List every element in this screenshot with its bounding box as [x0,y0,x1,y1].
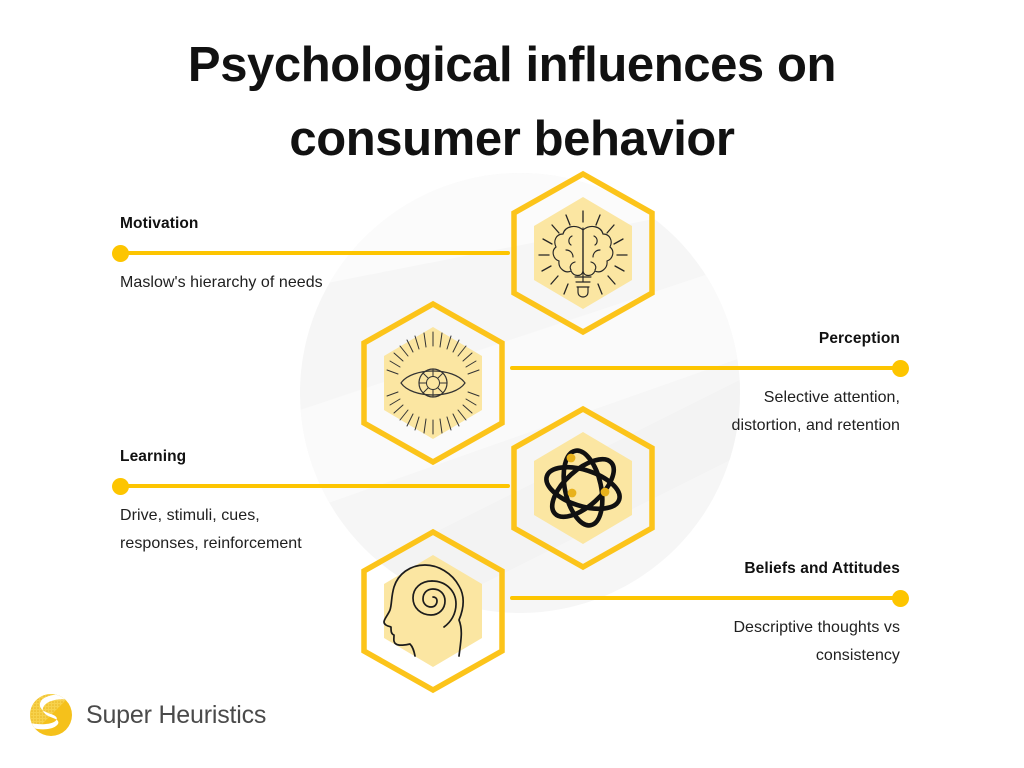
description-line: Descriptive thoughts vs [733,619,900,636]
page-title: Psychological influences on consumer beh… [162,28,862,177]
connector-description-perception: Selective attention, distortion, and ret… [732,384,900,439]
description-line: distortion, and retention [731,416,900,434]
connector-motivation: Motivation Maslow's hierarchy of needs [90,215,520,325]
atom-icon [544,448,622,528]
eye-rays-icon [386,331,480,435]
description-line: Drive, stimuli, cues, [120,507,260,524]
head-spiral-icon [383,564,464,657]
connector-rail-beliefs-and-attitudes [510,596,902,600]
title-line-1: Psychological influences on [187,38,837,92]
description-line: Selective attention, [763,389,900,406]
title-line-2: consumer behavior [289,112,735,167]
super-heuristics-logo-mark [30,694,72,736]
connector-description-beliefs-and-attitudes: Descriptive thoughts vs consistency [733,614,900,669]
hexagon-tile-motivation [508,170,658,336]
brain-lightbulb-icon [538,210,628,298]
description-line: responses, reinforcement [120,534,302,552]
description-line: consistency [815,646,900,664]
brand-logo[interactable]: Super Heuristics [28,692,266,738]
hexagon-tile-perception [358,300,508,466]
connector-beliefs-and-attitudes: Beliefs and Attitudes Descriptive though… [510,560,910,680]
connector-rail-learning [120,484,510,488]
connector-perception: Perception Selective attention, distorti… [510,330,910,450]
connector-label-motivation: Motivation [120,215,199,232]
connector-rail-motivation [120,251,510,255]
connector-rail-perception [510,366,902,370]
connector-label-beliefs-and-attitudes: Beliefs and Attitudes [744,560,900,577]
description-line: Maslow's hierarchy of needs [120,274,323,291]
connector-label-perception: Perception [818,330,900,347]
connector-description-learning: Drive, stimuli, cues, responses, reinfor… [120,502,302,557]
connector-label-learning: Learning [120,448,187,465]
connector-learning: Learning Drive, stimuli, cues, responses… [90,448,530,568]
hexagon-tile-beliefs-and-attitudes [358,528,508,694]
logo-text: Super Heuristics [86,700,267,729]
connector-description-motivation: Maslow's hierarchy of needs [120,269,323,297]
hexagon-tile-learning [508,405,658,571]
